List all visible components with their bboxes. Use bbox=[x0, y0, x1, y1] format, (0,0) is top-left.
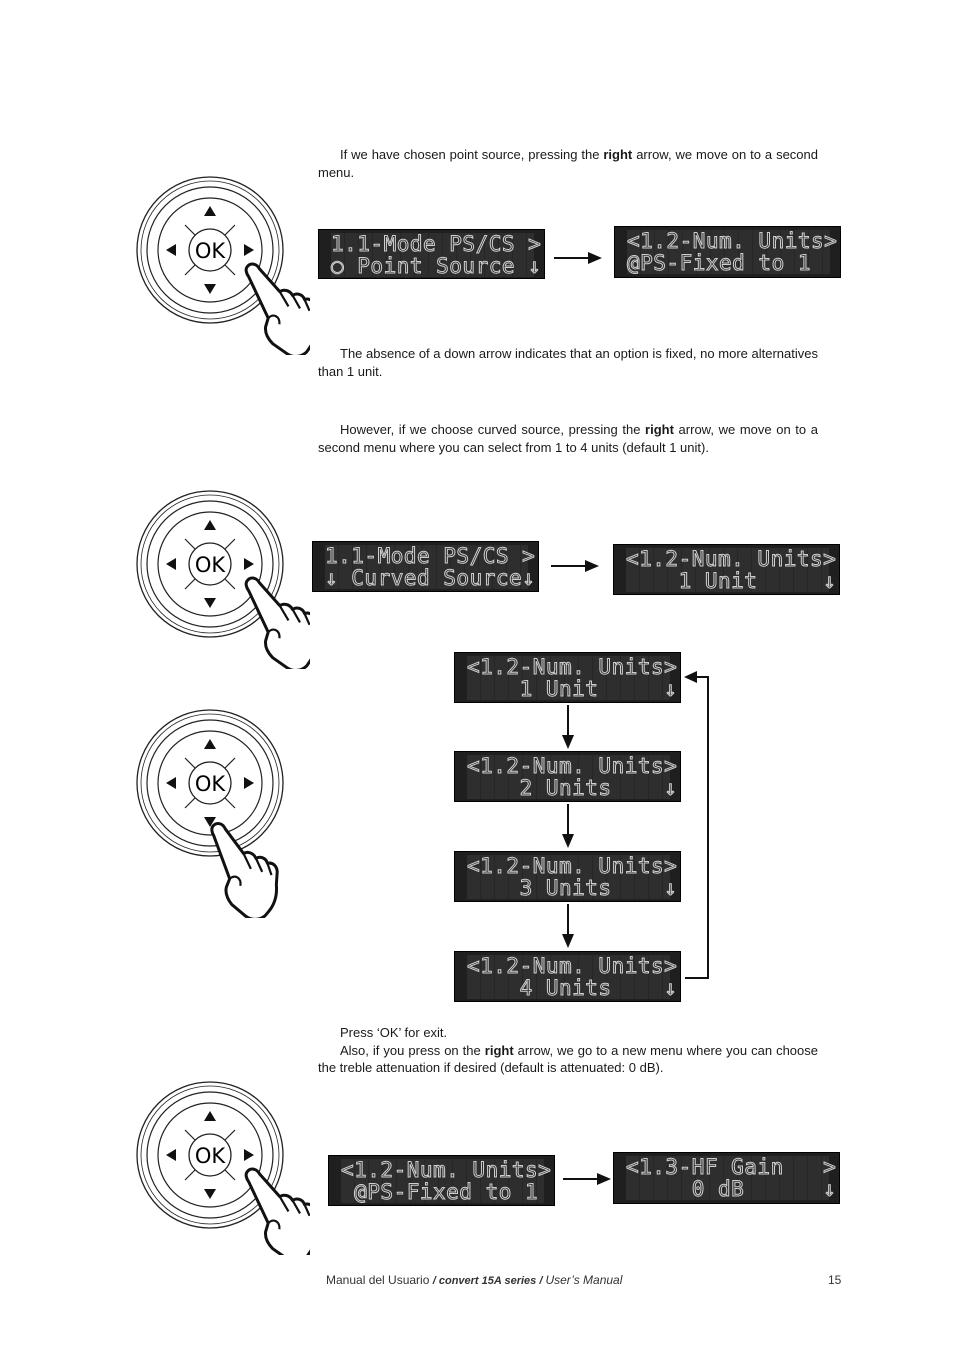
lcd-line-1: 1.1-Mode PS/CS > bbox=[331, 232, 542, 256]
paragraph-fixed-note: The absence of a down arrow indicates th… bbox=[318, 345, 818, 380]
text: arrow, we move on to a second menu where… bbox=[318, 422, 818, 455]
lcd-line-1: <1.2-Num. Units> bbox=[341, 1158, 552, 1182]
lcd-line-1: 1.1-Mode PS/CS > bbox=[325, 544, 536, 568]
text: The absence of a down arrow indicates th… bbox=[318, 346, 818, 379]
lcd-line-2: @PS-Fixed to 1 bbox=[627, 251, 838, 275]
lcd-line-2: @PS-Fixed to 1 bbox=[341, 1180, 552, 1204]
text: If we have chosen point source, pressing… bbox=[340, 147, 604, 162]
right-arrow-icon bbox=[554, 252, 602, 264]
ok-label: OK bbox=[195, 239, 227, 263]
lcd-line-1: <1.2-Num. Units> bbox=[467, 655, 678, 679]
loop-back-arrow-icon bbox=[684, 671, 709, 979]
footer: Manual del Usuario / convert 15A series … bbox=[326, 1273, 622, 1287]
lcd-line-2: 1 Unit ↓ bbox=[626, 569, 837, 593]
bold-word: right bbox=[645, 422, 674, 437]
lcd-line-2: ○ Point Source ↓ bbox=[331, 254, 542, 278]
lcd-line-1: <1.3-HF Gain > bbox=[626, 1155, 837, 1179]
lcd-line-1: <1.2-Num. Units> bbox=[626, 547, 837, 571]
footer-separator: / bbox=[536, 1275, 546, 1287]
text: Also, if you press on the bbox=[340, 1042, 485, 1058]
lcd-mode-point-source: 1.1-Mode PS/CS > ○ Point Source ↓ bbox=[318, 229, 545, 279]
lcd-line-2: 2 Units ↓ bbox=[467, 776, 678, 800]
lcd-num-units-fixed: <1.2-Num. Units> @PS-Fixed to 1 bbox=[614, 226, 841, 278]
lcd-line-2: 0 dB ↓ bbox=[626, 1177, 837, 1201]
footer-separator: / bbox=[432, 1275, 439, 1287]
lcd-line-1: <1.2-Num. Units> bbox=[627, 229, 838, 253]
lcd-cycle-3-units: <1.2-Num. Units> 3 Units ↓ bbox=[454, 851, 681, 902]
lcd-line-1: <1.2-Num. Units> bbox=[467, 854, 678, 878]
ok-label: OK bbox=[195, 1144, 227, 1168]
lcd-line-2: 1 Unit ↓ bbox=[467, 677, 678, 701]
ok-label: OK bbox=[195, 772, 227, 796]
lcd-line-2: 3 Units ↓ bbox=[467, 876, 678, 900]
lcd-cycle-1-unit: <1.2-Num. Units> 1 Unit ↓ bbox=[454, 652, 681, 703]
lcd-line-1: <1.2-Num. Units> bbox=[467, 954, 678, 978]
lcd-line-2: 4 Units ↓ bbox=[467, 976, 678, 1000]
control-dial-right-press: OK bbox=[136, 1081, 310, 1255]
ok-label: OK bbox=[195, 553, 227, 577]
lcd-num-units-1: <1.2-Num. Units> 1 Unit ↓ bbox=[613, 544, 840, 595]
lcd-cycle-4-units: <1.2-Num. Units> 4 Units ↓ bbox=[454, 951, 681, 1002]
bold-word: right bbox=[603, 147, 633, 162]
lcd-line-2: ↓ Curved Source↓ bbox=[325, 566, 536, 590]
control-dial-right-press: OK bbox=[136, 490, 310, 669]
paragraph-point-source: If we have chosen point source, pressing… bbox=[318, 146, 818, 181]
lcd-hf-gain: <1.3-HF Gain > 0 dB ↓ bbox=[613, 1152, 840, 1204]
text: arrow, we move on to a second menu. bbox=[318, 147, 818, 180]
bold-word: right bbox=[484, 1042, 514, 1058]
right-arrow-icon bbox=[563, 1173, 611, 1185]
text: However, if we choose curved source, pre… bbox=[340, 422, 646, 437]
text: Press ‘OK’ for exit. bbox=[340, 1025, 448, 1040]
footer-brand: convert 15A series bbox=[438, 1275, 537, 1287]
page-number: 15 bbox=[828, 1273, 842, 1287]
paragraph-curved-source: However, if we choose curved source, pre… bbox=[318, 421, 818, 456]
lcd-num-units-fixed-2: <1.2-Num. Units> @PS-Fixed to 1 bbox=[328, 1155, 555, 1206]
control-dial-right-press: OK bbox=[136, 176, 310, 355]
down-arrows-icon bbox=[562, 705, 574, 948]
lcd-cycle-2-units: <1.2-Num. Units> 2 Units ↓ bbox=[454, 751, 681, 802]
lcd-mode-curved-source: 1.1-Mode PS/CS > ↓ Curved Source↓ bbox=[312, 541, 539, 592]
lcd-line-1: <1.2-Num. Units> bbox=[467, 754, 678, 778]
paragraph-ok-exit: Press ‘OK’ for exit. Also, if you press o… bbox=[318, 1024, 818, 1077]
footer-english-title: User’s Manual bbox=[545, 1273, 623, 1287]
footer-spanish-title: Manual del Usuario bbox=[326, 1273, 433, 1287]
control-dial-down-press: OK bbox=[136, 709, 284, 918]
text: arrow, we go to a new menu where you can… bbox=[318, 1042, 818, 1076]
right-arrow-icon bbox=[551, 560, 599, 572]
